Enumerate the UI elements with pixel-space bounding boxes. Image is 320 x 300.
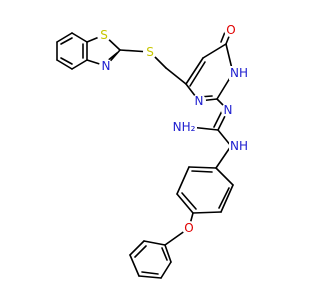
atom-label-nh2-guanidine: NH₂ <box>173 120 196 134</box>
atom-label-n-pyrimidine: N <box>195 94 204 108</box>
atom-label-o-ether: O <box>184 221 193 235</box>
atom-s-thioether: S <box>143 45 157 59</box>
atom-label-n-thiazole: N <box>102 59 111 73</box>
phenoxyphenyl-group <box>129 145 234 279</box>
benzothiazole-benzene-ring <box>56 32 88 70</box>
atom-label-s-thiazole: S <box>100 28 108 42</box>
atom-n-guanidine: N <box>221 103 235 117</box>
atom-n-pyrimidine: N <box>192 94 206 108</box>
pyrimidinone-ring <box>185 31 234 102</box>
atom-nh-anilino: NH <box>229 139 249 153</box>
atom-nh-pyrimidine: NH <box>229 66 249 80</box>
atom-label-nh-anilino: NH <box>230 139 248 153</box>
atom-label-n-guanidine: N <box>224 103 233 117</box>
atom-label-o-carbonyl: O <box>226 23 235 37</box>
chemical-structure: S N S O NH N N NH₂ <box>56 23 249 279</box>
atom-nh2-guanidine: NH₂ <box>173 120 197 134</box>
atom-o-carbonyl: O <box>224 23 238 37</box>
atom-o-ether: O <box>182 221 196 235</box>
atom-label-s-thioether: S <box>146 45 154 59</box>
atom-labels: S N S O NH N N NH₂ <box>97 23 249 235</box>
atom-label-nh-pyrimidine: NH <box>230 66 248 80</box>
atom-n-thiazole: N <box>99 59 113 73</box>
atom-s-thiazole: S <box>97 28 111 42</box>
